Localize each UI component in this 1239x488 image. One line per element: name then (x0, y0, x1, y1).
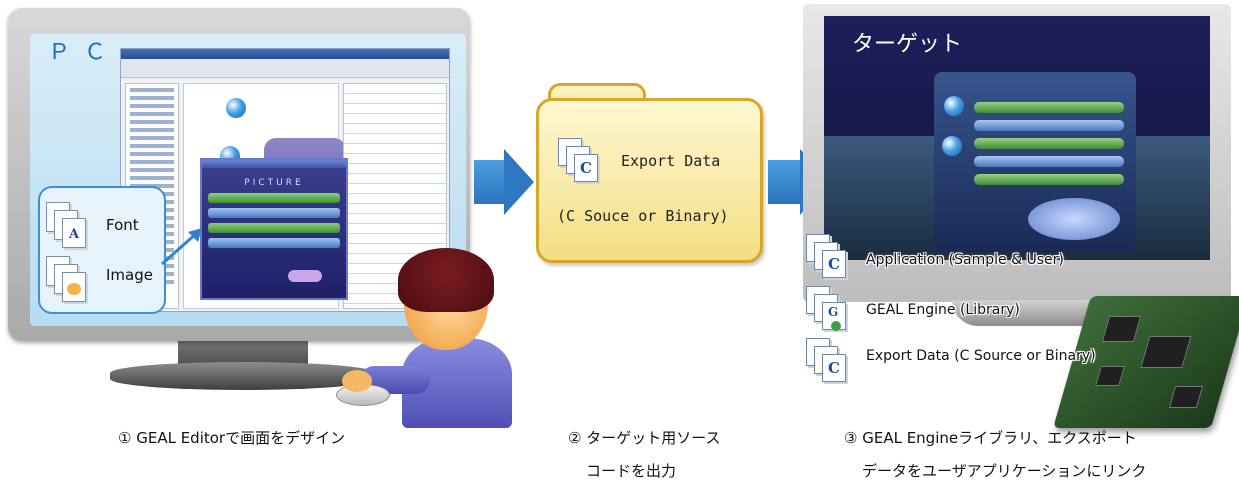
step-1-caption: ① GEAL Editorで画面をデザイン (118, 422, 345, 455)
sharpness-row (208, 223, 340, 233)
user-figure-hand (342, 370, 372, 392)
globe-icon (226, 98, 246, 118)
board-chip (1140, 336, 1192, 368)
tv-menu-row (974, 120, 1124, 131)
font-label: Font (106, 216, 139, 234)
return-button (288, 270, 322, 282)
step-3-line-2: データをユーザアプリケーションにリンク (862, 462, 1147, 480)
tv-direction-pad (1028, 198, 1120, 240)
target-item-export-data: Export Data (C Source or Binary) (866, 348, 1096, 364)
globe-icon (944, 96, 964, 116)
tv-menu-row (974, 174, 1124, 185)
font-file-icon: A (62, 218, 86, 248)
tv-menu-row (974, 102, 1124, 113)
flow-arrow-2 (768, 160, 800, 204)
c-source-file-icon: C (574, 154, 598, 182)
step-2-caption: ② ターゲット用ソース コードを出力 (568, 422, 720, 488)
image-file-icon (62, 272, 86, 302)
step-2-line-1: ② ターゲット用ソース (568, 429, 721, 447)
tv-menu-row (974, 138, 1124, 149)
brightness-row (208, 193, 340, 203)
tv-picture-menu (934, 72, 1136, 252)
pc-label: ＰＣ (48, 40, 121, 65)
export-data-folder (536, 98, 763, 263)
export-data-subtitle: (C Souce or Binary) (557, 207, 729, 225)
callout-pointer-arrow (161, 228, 202, 266)
board-chip (1168, 386, 1204, 408)
target-title: ターゲット (852, 32, 963, 57)
color-row (208, 238, 340, 248)
step-3-caption: ③ GEAL Engineライブラリ、エクスポート データをユーザアプリケーショ… (844, 422, 1146, 488)
export-data-title: Export Data (621, 152, 721, 170)
editor-properties-panel (343, 83, 447, 309)
editor-titlebar (121, 49, 449, 59)
tv-menu-row (974, 156, 1124, 167)
board-chip (1101, 316, 1142, 342)
flow-arrow-1-head (504, 149, 534, 215)
step-2-line-2: コードを出力 (586, 462, 677, 480)
step-3-line-1: ③ GEAL Engineライブラリ、エクスポート (844, 429, 1137, 447)
picture-dialog: PICTURE (200, 158, 348, 300)
board-chip (1095, 366, 1125, 386)
editor-toolbar (121, 59, 449, 78)
user-figure-hair (398, 248, 494, 312)
c-source-file-icon: C (822, 250, 846, 278)
monitor-stand-base (110, 362, 376, 390)
dialog-titlebar (202, 160, 346, 168)
target-item-engine: GEAL Engine (Library) (866, 302, 1020, 318)
contrast-row (208, 208, 340, 218)
dialog-title: PICTURE (244, 178, 304, 188)
flow-arrow-1 (474, 160, 504, 204)
globe-icon (942, 136, 962, 156)
library-file-icon: G (822, 302, 846, 331)
c-source-file-icon: C (822, 354, 846, 382)
image-label: Image (106, 266, 153, 284)
target-item-application: Application (Sample & User) (866, 252, 1064, 268)
step-1-line-1: ① GEAL Editorで画面をデザイン (118, 429, 346, 447)
